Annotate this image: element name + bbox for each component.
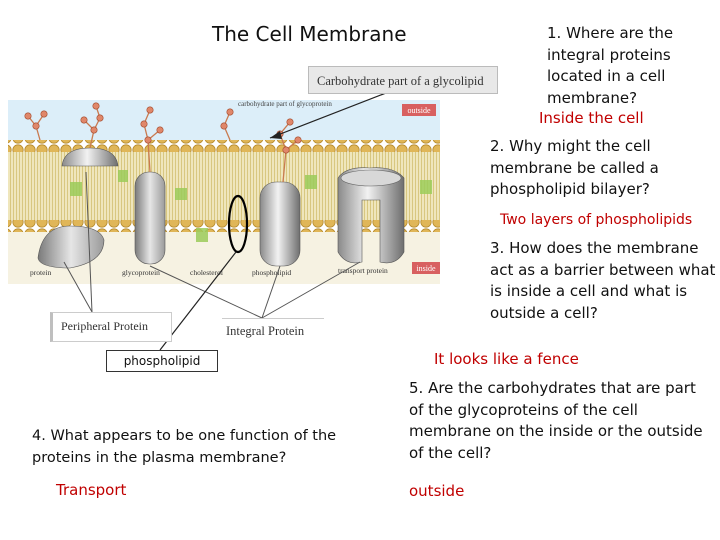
answer-3: It looks like a fence: [434, 350, 579, 368]
peripheral-protein-bottom: [37, 225, 105, 269]
leader-peripheral-2: [85, 171, 93, 313]
question-1: 1. Where are the integral proteins locat…: [547, 24, 674, 107]
small-label-transport: transport protein: [338, 266, 388, 275]
carb-bead: [92, 102, 100, 110]
question-2: 2. Why might the cell membrane be called…: [490, 137, 659, 198]
arrow-carbohydrate: [269, 85, 405, 139]
small-label-phospholipid: phospholipid: [252, 268, 291, 277]
cholesterol-3: [175, 188, 187, 200]
carbohydrate-beads: [24, 102, 302, 154]
carb-bead: [282, 146, 290, 154]
carb-bead: [140, 120, 148, 128]
carb-bead: [40, 110, 48, 118]
transport-protein: [337, 167, 405, 264]
leader-peripheral-1: [63, 261, 93, 313]
integral-protein-middle: [259, 181, 301, 267]
carb-bead: [144, 136, 152, 144]
carb-bead: [146, 106, 154, 114]
carb-bead: [24, 112, 32, 120]
inside-tag-text: inside: [416, 264, 436, 273]
top-head-row: [8, 140, 440, 152]
outside-tag-text: outside: [407, 106, 431, 115]
carb-bead: [220, 122, 228, 130]
carb-bead: [156, 126, 164, 134]
leader-integral-3: [261, 261, 361, 319]
carb-bead: [286, 118, 294, 126]
carb-bead: [80, 116, 88, 124]
outside-region: [8, 100, 440, 140]
leader-integral-1: [149, 265, 263, 319]
leader-integral-2: [261, 265, 281, 319]
phospholipid-highlight: [227, 194, 249, 254]
cholesterol-1: [70, 182, 82, 196]
leader-phospholipid: [159, 251, 237, 351]
small-label-glycoprotein: glycoprotein: [122, 268, 160, 277]
cholesterol-2: [118, 170, 128, 182]
cholesterol-4: [196, 228, 208, 242]
cholesterol-7: [420, 180, 432, 194]
outside-tag: [402, 104, 436, 116]
carb-chain-8: [279, 121, 291, 183]
small-label-carb-chain: carbohydrate part of glycoprotein: [238, 100, 332, 108]
carbohydrate-label: Carbohydrate part of a glycolipid: [308, 66, 498, 94]
carb-bead: [32, 122, 40, 130]
bottom-head-row: [8, 220, 440, 232]
phospholipid-label: phospholipid: [106, 350, 218, 372]
carb-bead: [90, 126, 98, 134]
integral-protein-left: [134, 171, 166, 265]
peripheral-protein-label: Peripheral Protein: [50, 312, 172, 342]
carb-bead: [294, 136, 302, 144]
question-5: 5. Are the carbohydrates that are part o…: [409, 379, 703, 462]
answer-2: Two layers of phospholipids: [500, 212, 693, 228]
carb-chain-5: [143, 109, 151, 173]
answer-1: Inside the cell: [539, 109, 644, 127]
arrow-carbohydrate-head: [270, 131, 282, 139]
inside-tag: [412, 262, 440, 274]
carb-chain-3: [89, 105, 101, 149]
carb-bead: [226, 108, 234, 116]
answer-5: outside: [409, 482, 465, 500]
page-title: The Cell Membrane: [212, 22, 407, 46]
small-label-cholesterol: cholesterol: [190, 268, 223, 277]
small-label-protein: protein: [30, 268, 51, 277]
cholesterol-6: [305, 175, 317, 189]
transport-protein-top: [340, 169, 402, 187]
question-3: 3. How does the membrane act as a barrie…: [490, 239, 716, 322]
question-4: 4. What appears to be one function of th…: [32, 428, 337, 466]
carb-bead: [96, 114, 104, 122]
small-bottom-labels: protein glycoprotein cholesterol phospho…: [30, 266, 388, 277]
answer-4: Transport: [56, 481, 127, 499]
integral-protein-label: Integral Protein: [222, 318, 324, 342]
